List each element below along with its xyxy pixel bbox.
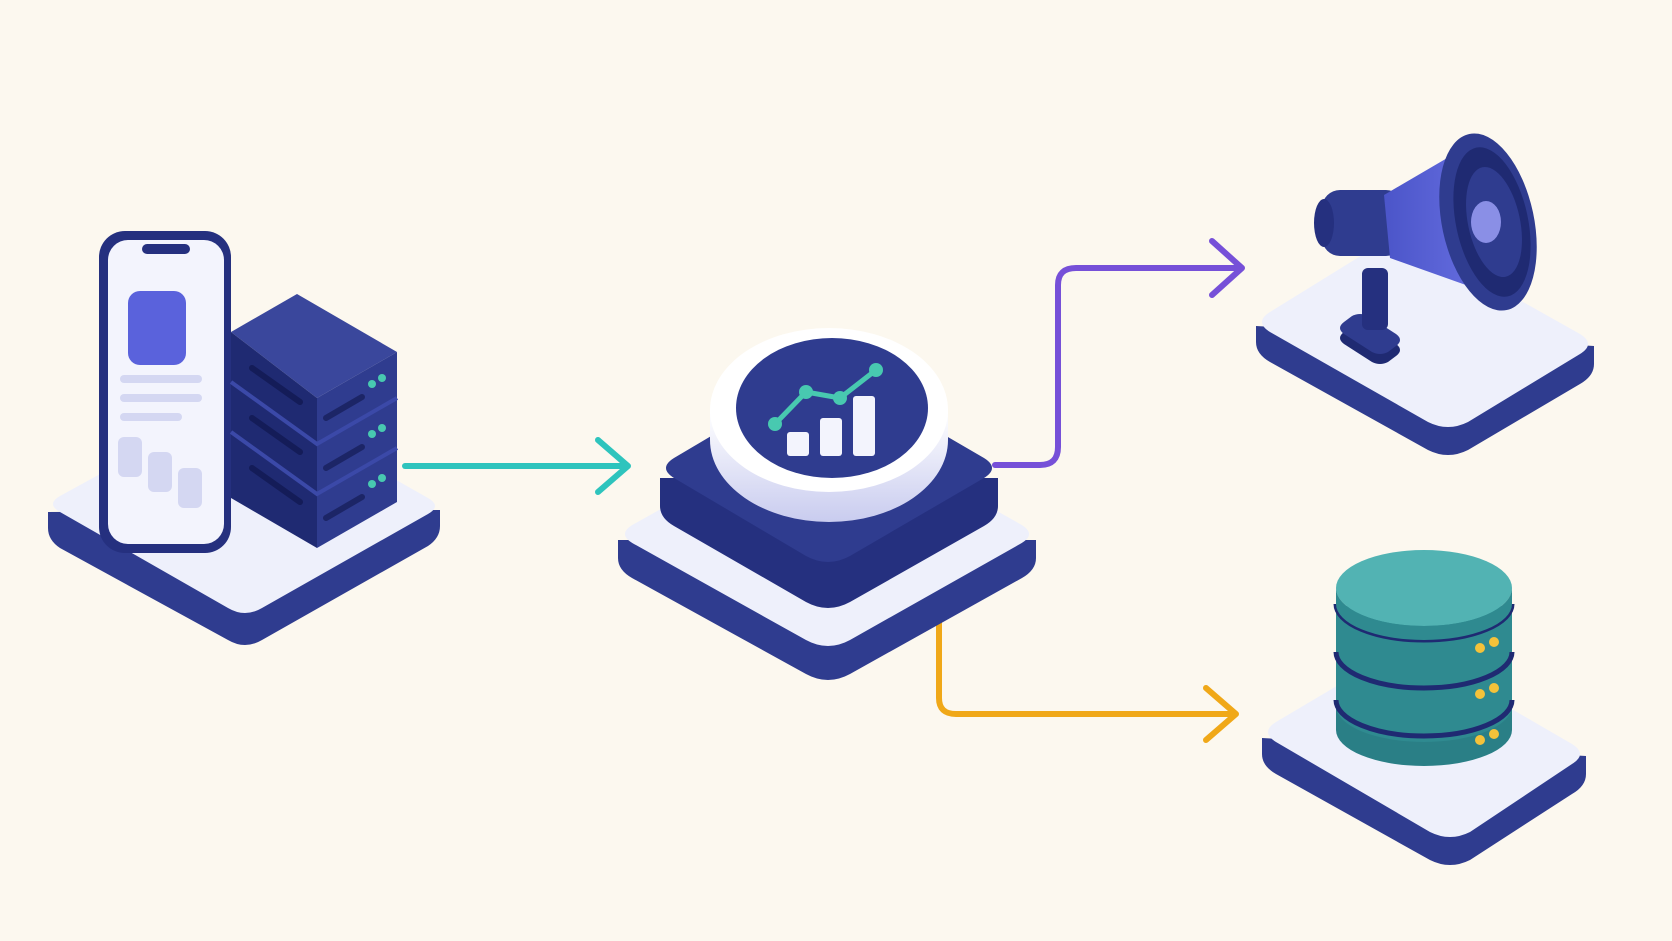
smartphone-icon [99,231,231,553]
node-marketing [1256,133,1594,455]
analytics-chart-icon [768,363,883,456]
megaphone-icon [1314,133,1537,364]
edge-source-to-hub [402,437,631,495]
platform-base [1256,239,1594,455]
edge-hub-to-storage [936,617,1239,743]
node-storage [1262,550,1586,865]
node-source [48,231,440,645]
server-rack-icon [229,294,398,548]
node-analytics-hub [618,328,1036,680]
edge-hub-to-marketing [992,238,1245,468]
database-icon [1333,550,1515,766]
